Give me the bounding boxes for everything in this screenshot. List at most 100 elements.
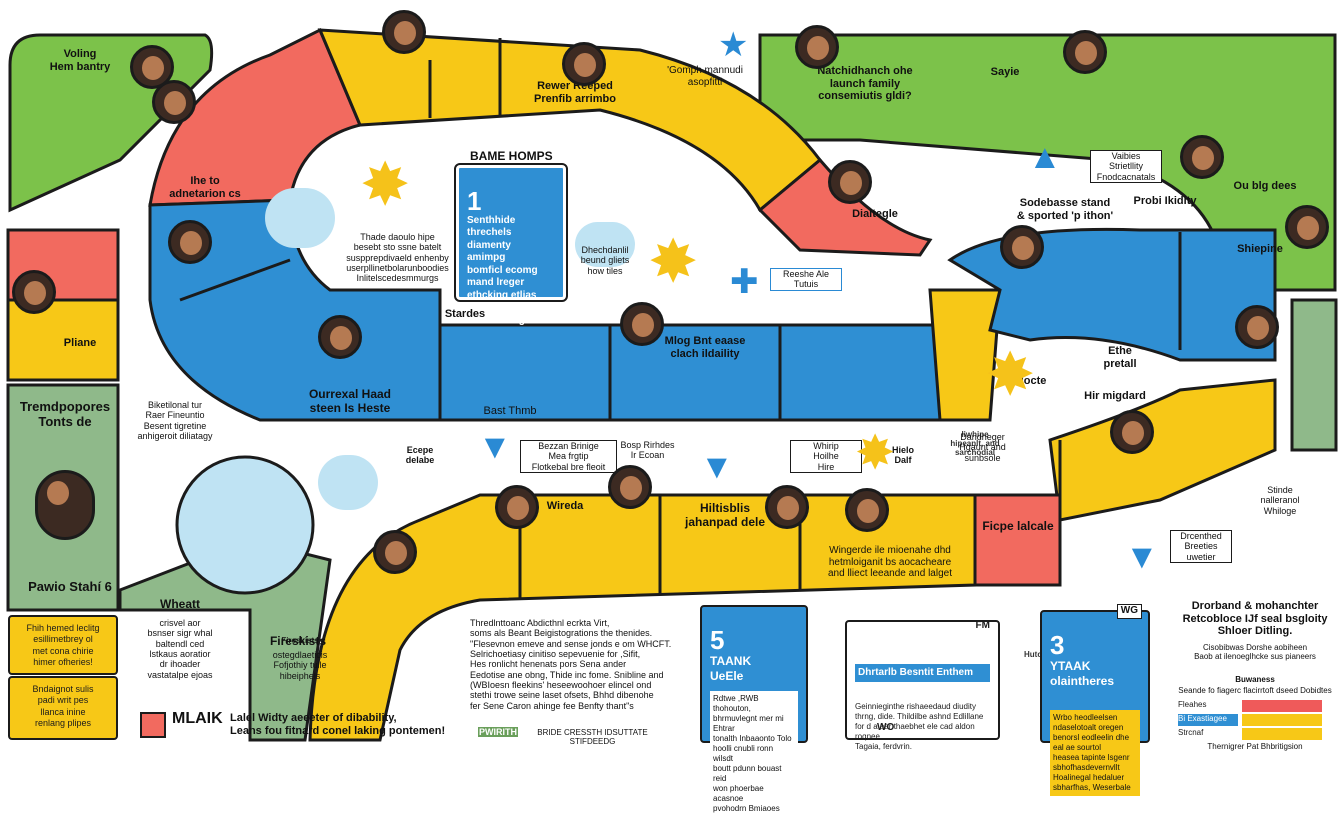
legend-foot: Thernigrer Pat Bhbritigsion	[1207, 742, 1303, 751]
board-artwork	[6, 27, 1338, 742]
cloud-left	[265, 188, 335, 248]
note-n4: Bezzan Brinige Mea frgtip Flotkebal bre …	[520, 440, 617, 474]
avatar-player-11	[1000, 225, 1044, 269]
tile-label-t21: Wireda	[546, 500, 584, 512]
avatar-player-9	[1285, 205, 1329, 249]
card-middle-text: Geinnieginthe rishaeedaud diudity thrng,…	[855, 701, 984, 751]
arrow-up-icon-1: ▲	[1028, 138, 1062, 176]
arrow-down-icon-2: ▼	[700, 448, 734, 486]
legend-label-3: Strcnaf	[1178, 728, 1204, 737]
tagline: Lalel Widty aeeeter of dibability, Leans…	[230, 712, 446, 737]
card-3-text: Wrbo heodleelsen ndaselotoalt oregen ben…	[1050, 709, 1140, 796]
tile-label-t23: Iiwhipe hipeanlt, and sarchodial	[950, 430, 1000, 458]
right-panel-title: Drorband & mohanchter Retcobloce IJf sea…	[1182, 600, 1328, 638]
sun-icon-left: ✸	[360, 151, 411, 218]
avatar-player-23	[35, 470, 95, 540]
tile-label-t3: Pliane	[63, 337, 97, 349]
avatar-player-21	[765, 485, 809, 529]
path-red-lower-right	[973, 493, 1062, 587]
tile-label-t24: Wheatt	[160, 597, 200, 611]
legend-label-2: Bi Exastiagee	[1178, 714, 1238, 726]
plus-icon-1: ✚	[730, 263, 759, 301]
card-5-text: Rdtwe ,RWB thohouton, bhrmuvlegnt mer mi…	[710, 691, 798, 817]
tile-label-t1: Rewer Reeped Prenfib arrimbo	[534, 80, 616, 105]
tile-label-t2: Ihe to adnetarion cs	[169, 175, 241, 200]
avatar-player-14	[12, 270, 56, 314]
avatar-player-8	[1180, 135, 1224, 179]
left-box-4: ostegdlaeticis Fofjothiy tulle hibeiphel…	[272, 650, 328, 681]
corner-top-left-label: Voling Hem bantry	[49, 48, 111, 73]
top-right-header: Natchidhanch ohe launch family consemiut…	[817, 65, 913, 103]
tile-label-t17: Bast Thmb	[483, 405, 537, 417]
tile-dividers	[179, 38, 1182, 600]
center-card-number: 1	[467, 185, 482, 216]
info-text: Thredlnttoanc Abdicthnl ecrkta Virt, som…	[470, 618, 672, 711]
avatar-player-17	[168, 220, 212, 264]
logo-text: MLAIK	[172, 710, 223, 727]
legend-row-2: Bi Exastiagee	[1178, 714, 1328, 726]
avatar-player-1	[382, 10, 426, 54]
card-5-title: TAANK UeEle	[710, 653, 752, 684]
card-middle: FM Dhrtarlb Besntit Enthem Geinnieginthe…	[845, 620, 1000, 751]
wheelchair-circle	[175, 455, 315, 595]
note-n7: Wingerde ile mioenahe dhd hetmloiganit b…	[828, 545, 952, 579]
card-middle-tag: FM	[975, 620, 990, 631]
left-box-2: Bndaignot sulis padi writ pes llanca ini…	[8, 676, 118, 740]
card-3-number: 3	[1050, 629, 1065, 660]
cloud-lower-left	[318, 455, 378, 510]
board-title: BAME HOMPS	[470, 149, 553, 163]
legend-row-3: Strcnaf	[1178, 728, 1328, 740]
path-red-left	[148, 27, 363, 207]
tile-label-t9: Biclocte	[1003, 375, 1047, 387]
avatar-player-16	[620, 302, 664, 346]
tile-label-t25: Fireskists	[281, 636, 319, 645]
tile-label-t27: Ecepe delabe	[405, 445, 435, 466]
cloud-middle	[575, 222, 635, 267]
logo-icon	[140, 712, 166, 738]
avatar-player-20	[608, 465, 652, 509]
avatar-player-4	[130, 45, 174, 89]
avatar-player-10	[828, 160, 872, 204]
note-n10: Vaibies Strietllity Fnodcacnatals	[1090, 150, 1162, 184]
path-yellow-connector	[928, 288, 1002, 422]
tile-label-t20: Ficpe lalcale	[982, 519, 1054, 533]
legend-row-1: Fleahes	[1178, 700, 1328, 712]
tile-label-t16: Ourrexal Haad steen Is Heste	[308, 387, 392, 415]
sun-icon-center: ✸	[648, 228, 699, 295]
tile-label-t11: Ou blg dees	[1233, 180, 1297, 192]
arrow-down-icon-1: ▼	[478, 428, 512, 466]
tile-label-t18: Mlog Bnt eaase clach ildaility	[664, 335, 746, 360]
avatar-player-18	[373, 530, 417, 574]
avatar-player-7	[1063, 30, 1107, 74]
star-icon-top: ★	[718, 26, 749, 64]
avatar-player-6	[795, 25, 839, 69]
tile-label-t10: Sayie	[990, 66, 1020, 78]
card-3: 3 YTAAK olaintheres WG Wrbo heodleelsen …	[1040, 604, 1150, 796]
tile-label-t5: Sodebasse stand & sported 'p ithon'	[1016, 197, 1114, 222]
tile-label-t4: Dialtegle	[852, 208, 898, 220]
left-box-3: crisvel aor bsnser sigr whal baltendl ce…	[147, 618, 213, 680]
legend-swatch-3	[1242, 728, 1322, 740]
avatar-player-13	[1110, 410, 1154, 454]
center-card: 1 Senthhide threchels diamenty amimpg bo…	[454, 163, 568, 326]
avatar-player-19	[495, 485, 539, 529]
star-note: 'Gomph mannudi asopfitti	[667, 65, 743, 88]
tile-label-t6: Probi Ikidity	[1133, 195, 1197, 207]
bottom-tag: PWIRITH	[478, 727, 518, 738]
card-3-title: YTAAK olaintheres	[1050, 658, 1115, 689]
card-middle-foot: WO	[877, 721, 895, 733]
legend-desc: Seande fo fiagerc flacirrtoft dseed Dobi…	[1178, 686, 1332, 695]
legend-swatch-1	[1242, 700, 1322, 712]
left-box-4-title: Fireskists	[269, 634, 327, 648]
right-sage-panel	[1290, 298, 1338, 452]
note-n9: Stinde nalleranol Whiloge	[1260, 485, 1300, 516]
tile-label-t13: Tremdpopores Tonts de	[19, 399, 111, 429]
legend-list: Fleahes Bi Exastiagee Strcnaf	[1178, 700, 1328, 740]
left-yellow-tile	[6, 298, 120, 382]
card-5-number: 5	[710, 624, 725, 655]
tile-label-t19: Hiltisblis jahanpad dele	[684, 501, 766, 529]
note-n5: Bosp Rirhdes Ir Ecoan	[620, 440, 675, 461]
legend-label-1: Fleahes	[1178, 700, 1207, 709]
bottom-strip: BRIDE CRESSTH IDSUTTATE STIFDEEDG	[537, 728, 648, 747]
note-n6: Whirip Hoilhe Hire	[790, 440, 862, 474]
